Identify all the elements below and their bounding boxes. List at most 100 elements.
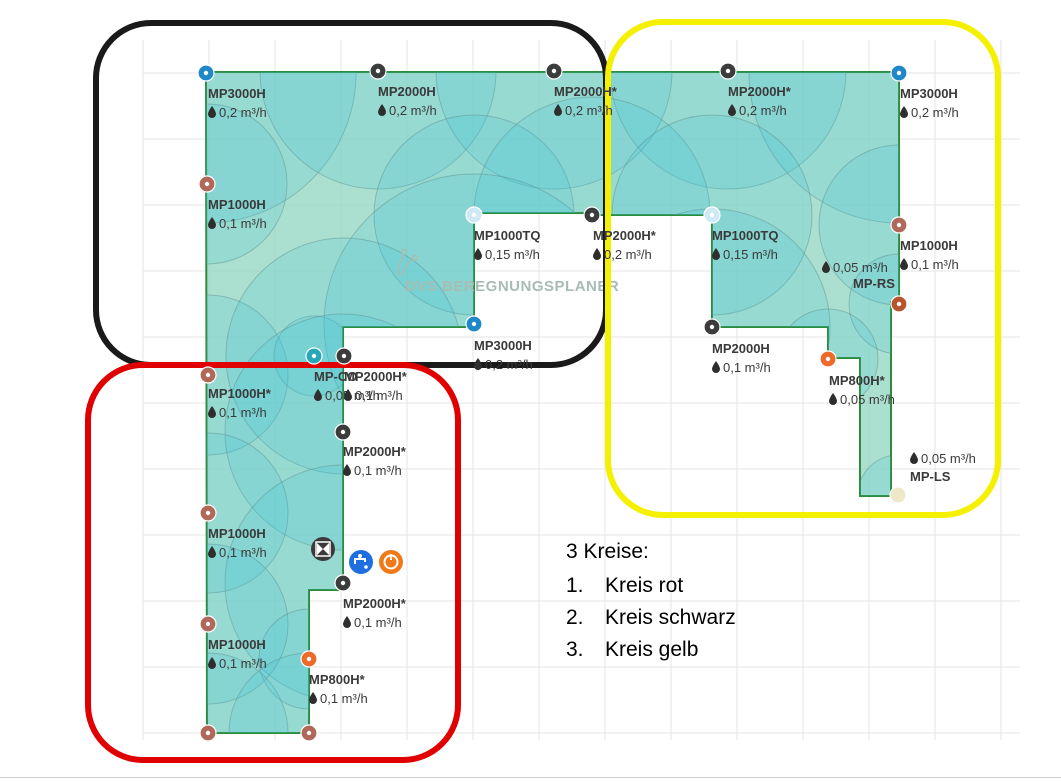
water-drop-icon bbox=[712, 248, 720, 260]
water-drop-icon bbox=[208, 546, 216, 558]
nozzle-name-label: MP3000H bbox=[208, 86, 266, 101]
legend: 3 Kreise: 1. Kreis rot 2. Kreis schwarz … bbox=[566, 540, 736, 666]
nozzle-mp2000h-[interactable]: MP2000H*0,1 m³/h bbox=[334, 574, 407, 630]
nozzle-center-dot bbox=[340, 580, 346, 586]
nozzle-name-label: MP3000H bbox=[474, 338, 532, 353]
nozzle-mp2000h-[interactable]: MP2000H* 0,2 m³/h bbox=[545, 62, 618, 118]
nozzle-mp2000h-[interactable]: MP2000H*0,2 m³/h bbox=[719, 62, 792, 118]
nozzle-mp2000h-[interactable]: MP2000H* 0,1 m³/h bbox=[335, 347, 408, 403]
svg-text:DVS BEREGNUNGSPLANER: DVS BEREGNUNGSPLANER bbox=[405, 278, 619, 295]
nozzle-center-dot bbox=[205, 730, 211, 736]
nozzle-center-dot bbox=[725, 68, 731, 74]
water-drop-icon bbox=[474, 358, 482, 370]
water-drop-icon bbox=[900, 106, 908, 118]
water-drop-icon bbox=[822, 261, 830, 273]
nozzle-center-dot bbox=[896, 222, 902, 228]
spray-coverage bbox=[206, 72, 899, 733]
nozzle-center-dot bbox=[205, 372, 211, 378]
nozzle-center-dot bbox=[471, 212, 477, 218]
nozzle-center-dot bbox=[709, 324, 715, 330]
nozzle-name-label: MP2000H bbox=[378, 84, 436, 99]
nozzle-center-dot bbox=[589, 212, 595, 218]
nozzle-flow-label: 0,1 m³/h bbox=[219, 405, 267, 420]
legend-title: 3 Kreise: bbox=[566, 540, 649, 563]
spray-arc bbox=[818, 144, 899, 306]
nozzle-mp800h-[interactable]: MP800H*0,1 m³/h bbox=[300, 650, 368, 706]
nozzle-center-dot bbox=[896, 70, 902, 76]
nozzle-mp1000tq[interactable]: MP1000TQ 0,15 m³/h bbox=[465, 206, 540, 262]
nozzle-center-dot bbox=[205, 621, 211, 627]
nozzle-mp2000h-[interactable]: MP2000H* 0,1 m³/h bbox=[334, 423, 407, 478]
nozzle-mp1000h-[interactable]: MP1000H* 0,1 m³/h bbox=[199, 366, 272, 420]
nozzle-name-label: MP800H* bbox=[829, 373, 886, 388]
water-drop-icon bbox=[343, 464, 351, 476]
water-tap-icon[interactable] bbox=[349, 550, 373, 574]
nozzle-name-label: MP-CO bbox=[314, 369, 357, 384]
nozzle-name-label: MP2000H* bbox=[728, 84, 792, 99]
nozzle-center-dot bbox=[340, 429, 346, 435]
nozzle-name-label: MP1000H bbox=[900, 238, 958, 253]
spray-arc bbox=[609, 72, 847, 190]
nozzle-center-dot bbox=[306, 730, 312, 736]
water-drop-icon bbox=[309, 692, 317, 704]
nozzle-center-dot bbox=[896, 301, 902, 307]
nozzle-center-dot bbox=[375, 68, 381, 74]
nozzle-mp2000h[interactable]: MP2000H 0,1 m³/h bbox=[703, 318, 771, 375]
nozzle-name-label: MP1000TQ bbox=[474, 228, 540, 243]
nozzle-unlabeled[interactable] bbox=[199, 724, 217, 742]
nozzle-name-label: MP2000H* bbox=[343, 444, 407, 459]
nozzle-mp2000h[interactable]: MP2000H 0,2 m³/h bbox=[369, 62, 437, 118]
nozzle-flow-label: 0,2 m³/h bbox=[911, 105, 959, 120]
water-drop-icon bbox=[593, 248, 601, 260]
nozzle-mp-ls[interactable]: MP-LS0,05 m³/h bbox=[889, 451, 976, 504]
watermark: DVS BEREGNUNGSPLANER bbox=[397, 248, 619, 295]
nozzle-center-dot bbox=[203, 70, 209, 76]
nozzle-mp-co[interactable]: MP-CO0,05 m³/h bbox=[305, 347, 380, 403]
water-drop-icon bbox=[900, 258, 908, 270]
nozzle-mp2000h-[interactable]: MP2000H*0,2 m³/h bbox=[583, 206, 657, 262]
nozzle-mp800h-[interactable]: MP800H*0,05 m³/h bbox=[819, 350, 895, 407]
bottom-divider bbox=[0, 777, 1061, 778]
nozzle-center-dot bbox=[551, 68, 557, 74]
nozzle-name-label: MP2000H* bbox=[344, 369, 408, 384]
nozzle-mp-rs[interactable]: MP-RS0,05 m³/h bbox=[822, 260, 908, 313]
nozzle-name-label: MP1000H* bbox=[208, 386, 272, 401]
water-drop-icon bbox=[208, 217, 216, 229]
valve-box-icon[interactable] bbox=[311, 537, 335, 561]
nozzle-center-dot bbox=[895, 492, 901, 498]
nozzle-flow-label: 0,1 m³/h bbox=[723, 360, 771, 375]
nozzle-flow-label: 0,1 m³/h bbox=[354, 615, 402, 630]
legend-item-text: Kreis rot bbox=[605, 574, 684, 597]
water-drop-icon bbox=[208, 406, 216, 418]
nozzle-flow-label: 0,2 m³/h bbox=[389, 103, 437, 118]
nozzle-mp1000tq[interactable]: MP1000TQ 0,15 m³/h bbox=[703, 206, 778, 262]
nozzle-flow-label: 0,1 m³/h bbox=[354, 463, 402, 478]
nozzle-flow-label: 0,1 m³/h bbox=[320, 691, 368, 706]
nozzle-flow-label: 0,2 m³/h bbox=[219, 105, 267, 120]
nozzle-mp3000h[interactable]: MP3000H 0,2 m³/h bbox=[197, 64, 267, 120]
spray-arc bbox=[259, 72, 497, 190]
nozzle-flow-label: 0,2 m³/h bbox=[565, 103, 613, 118]
nozzle-flow-label: 0,2 m³/h bbox=[604, 247, 652, 262]
timer-icon[interactable] bbox=[379, 550, 403, 574]
nozzle-flow-label: 0,1 m³/h bbox=[355, 388, 403, 403]
nozzle-center-dot bbox=[205, 510, 211, 516]
nozzle-name-label: MP2000H* bbox=[554, 84, 618, 99]
nozzle-flow-label: 0,15 m³/h bbox=[485, 247, 540, 262]
nozzle-name-label: MP2000H bbox=[712, 341, 770, 356]
legend-item: 2. Kreis schwarz bbox=[566, 602, 736, 634]
zone-red-frame bbox=[85, 362, 461, 763]
nozzle-unlabeled[interactable] bbox=[300, 724, 318, 742]
water-drop-icon bbox=[910, 452, 918, 464]
nozzle-flow-label: 0,15 m³/h bbox=[723, 247, 778, 262]
nozzle-name-label: MP1000H bbox=[208, 637, 266, 652]
nozzle-name-label: MP1000TQ bbox=[712, 228, 778, 243]
water-drop-icon bbox=[554, 104, 562, 116]
